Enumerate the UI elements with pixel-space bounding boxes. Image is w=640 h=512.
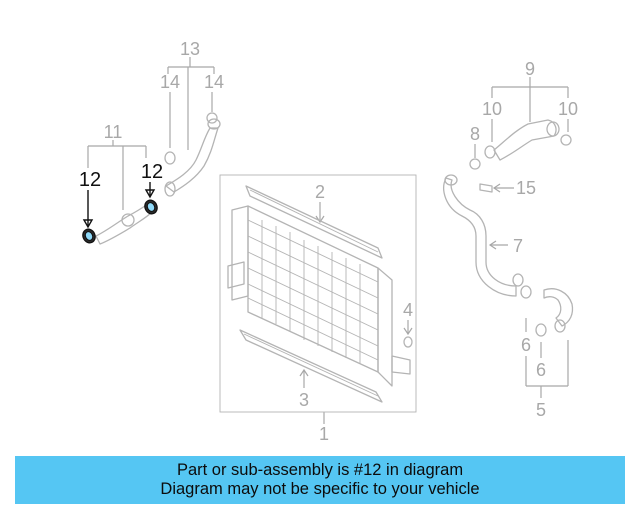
clamp-14-right[interactable] (206, 112, 218, 124)
highlight-leaders (82, 182, 156, 229)
hose-13[interactable] (164, 118, 221, 197)
clamp-10-left[interactable] (484, 145, 496, 159)
o-ring-12-right[interactable] (143, 198, 160, 216)
fitting-15[interactable] (479, 183, 493, 193)
callout-6-right[interactable]: 6 (536, 360, 546, 380)
radiator-box (219, 174, 417, 413)
callout-5[interactable]: 5 (536, 400, 546, 420)
callout-7[interactable]: 7 (513, 236, 523, 256)
pipe-7[interactable] (443, 174, 524, 297)
leader-lines (87, 57, 569, 424)
callout-3[interactable]: 3 (299, 390, 309, 410)
callout-15[interactable]: 15 (516, 178, 536, 198)
callout-14-left[interactable]: 14 (160, 72, 180, 92)
clamp-14-left[interactable] (164, 151, 176, 165)
callout-11[interactable]: 11 (104, 122, 123, 142)
radiator-assembly[interactable] (227, 185, 411, 403)
clamp-6[interactable] (535, 323, 547, 337)
parts-diagram: 13 14 14 11 12 12 2 3 1 4 9 10 10 8 15 7… (79, 39, 578, 444)
clamp-4[interactable] (403, 336, 413, 348)
callout-2[interactable]: 2 (315, 182, 325, 202)
callout-9[interactable]: 9 (525, 59, 535, 79)
callout-10-left[interactable]: 10 (482, 99, 502, 119)
callout-8[interactable]: 8 (470, 124, 480, 144)
callout-12-right[interactable]: 12 (141, 161, 163, 183)
callout-1[interactable]: 1 (319, 424, 329, 444)
clamp-10-right[interactable] (560, 134, 572, 146)
callout-13[interactable]: 13 (180, 39, 200, 59)
hose-11[interactable] (95, 203, 153, 245)
callout-6-left[interactable]: 6 (521, 335, 531, 355)
callout-10-right[interactable]: 10 (558, 99, 578, 119)
banner-line-2: Diagram may not be specific to your vehi… (160, 480, 480, 498)
hose-9[interactable] (493, 119, 560, 161)
callout-14-right[interactable]: 14 (204, 72, 224, 92)
hose-5[interactable] (520, 285, 574, 333)
info-banner: Part or sub-assembly is #12 in diagram D… (15, 456, 625, 504)
banner-line-1: Part or sub-assembly is #12 in diagram (176, 461, 464, 479)
o-ring-12-left[interactable] (81, 227, 98, 245)
clamp-8[interactable] (469, 158, 481, 170)
callout-4[interactable]: 4 (403, 300, 413, 320)
callout-12-left[interactable]: 12 (79, 169, 101, 191)
